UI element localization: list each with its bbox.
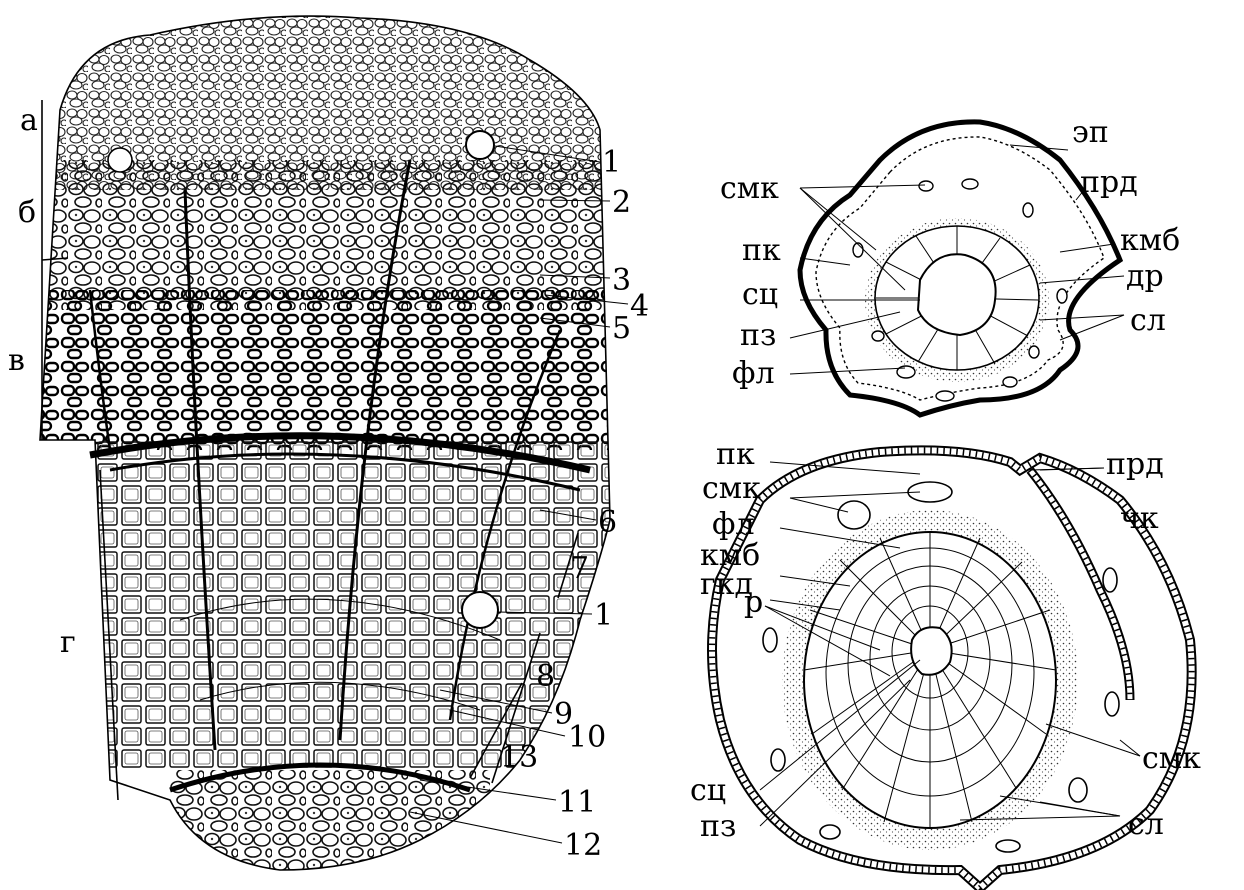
label-10: 10 [568,720,606,755]
label-13: 13 [500,740,538,775]
label-1-bottom: 1 [594,598,613,633]
stem-section-young-figure: эп смк прд пк кмб сц др пз сл фл [720,115,1180,415]
root-section-figure: а б в г 1 2 3 4 5 6 7 1 8 9 10 13 11 12 [8,10,649,880]
zone-label-v: в [8,343,25,378]
label-sts: сц [742,277,778,312]
label-pz: пз [740,318,776,353]
label-5: 5 [612,311,631,346]
label-kmb: кмб [1120,223,1180,258]
label-fl-2: фл [712,507,755,542]
label-pz-2: пз [700,809,736,844]
label-prd-2: прд [1106,447,1164,482]
label-4: 4 [630,289,649,324]
label-1-top: 1 [602,145,621,180]
label-2: 2 [612,185,631,220]
zone-label-g: г [60,625,76,660]
label-8: 8 [536,659,555,694]
stem-section-mature-figure: пк прд смк чк фл кмб гкд р смк сц пз сл [690,437,1201,888]
label-pk: пк [742,233,781,268]
label-smk: смк [720,171,779,206]
label-7: 7 [570,551,589,586]
label-dr: др [1126,259,1164,294]
label-11: 11 [558,785,596,820]
label-smk-2: смк [702,471,761,506]
label-6: 6 [598,505,617,540]
label-chk: чк [1120,501,1159,536]
label-sl: сл [1130,303,1166,338]
label-ep: эп [1072,115,1109,150]
zone-label-a: а [20,103,38,138]
label-prd: прд [1080,165,1138,200]
zone-label-b: б [18,195,36,230]
label-3: 3 [612,263,631,298]
label-smk-3: смк [1142,741,1201,776]
label-sl-2: сл [1128,807,1164,842]
label-sts-2: сц [690,773,726,808]
label-r: р [744,585,763,620]
label-pk-2: пк [716,437,755,472]
label-fl: фл [732,356,775,391]
label-12: 12 [564,828,602,863]
